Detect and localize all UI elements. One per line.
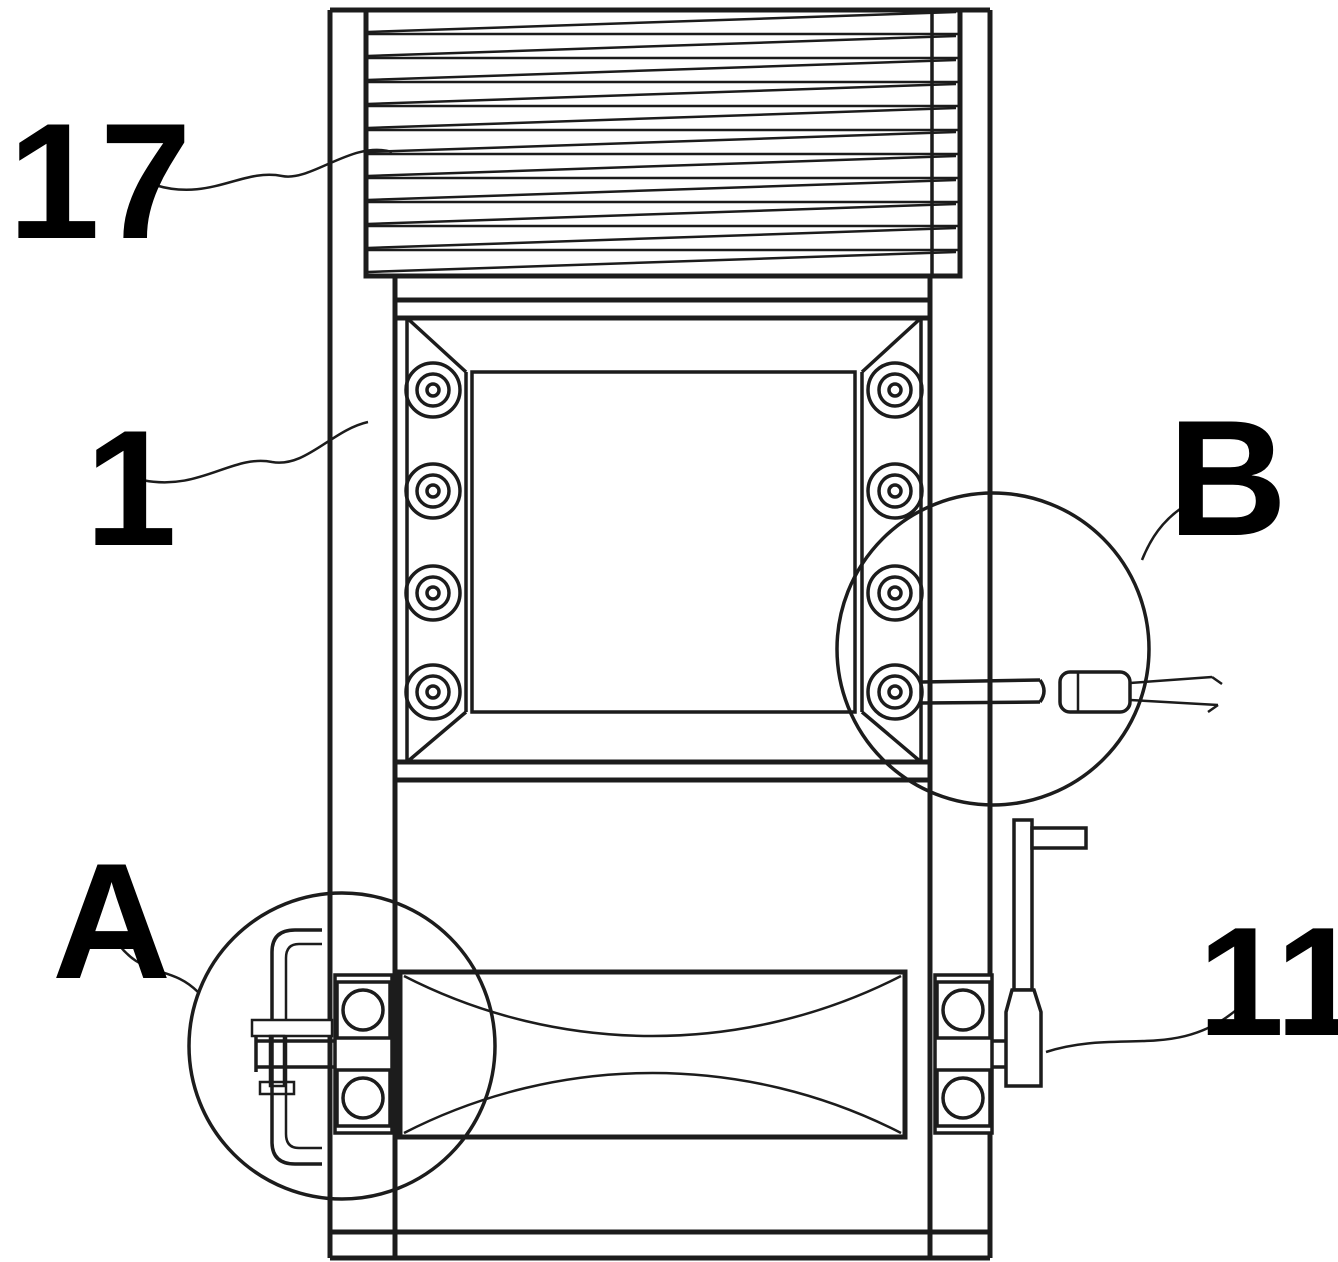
label-1: 1 bbox=[85, 396, 177, 580]
leader-11 bbox=[1045, 1004, 1243, 1054]
label-b: B bbox=[1168, 386, 1287, 570]
right-guide-rollers bbox=[866, 361, 924, 721]
detail-b-plug bbox=[921, 670, 1223, 714]
leader-lines bbox=[108, 148, 1243, 1054]
crank-handle bbox=[992, 818, 1088, 1088]
spool-roller bbox=[397, 969, 908, 1140]
roller-chamber bbox=[392, 297, 933, 783]
leader-17 bbox=[154, 148, 393, 192]
crank-rod bbox=[1012, 818, 1034, 992]
label-11: 11 bbox=[1198, 895, 1338, 1068]
crank-grip-bottom bbox=[1004, 988, 1043, 1088]
chamber-opening bbox=[470, 370, 857, 714]
louver-block bbox=[363, 7, 963, 279]
detail-circle-a bbox=[187, 891, 497, 1201]
leader-1 bbox=[141, 420, 369, 484]
leader-b bbox=[1140, 503, 1187, 561]
label-a: A bbox=[52, 829, 171, 1013]
left-bearing-block bbox=[333, 973, 394, 1135]
plug-prongs bbox=[1129, 675, 1223, 714]
detail-a-clamp bbox=[250, 928, 335, 1166]
leader-a bbox=[108, 931, 199, 993]
right-bearing-block bbox=[933, 973, 994, 1135]
detail-circle-b bbox=[835, 491, 1151, 807]
left-guide-rollers bbox=[404, 361, 462, 721]
crank-grip-top bbox=[1030, 826, 1088, 850]
label-17: 17 bbox=[8, 89, 192, 273]
louver-slats bbox=[366, 10, 960, 274]
plug-body bbox=[1058, 670, 1132, 714]
